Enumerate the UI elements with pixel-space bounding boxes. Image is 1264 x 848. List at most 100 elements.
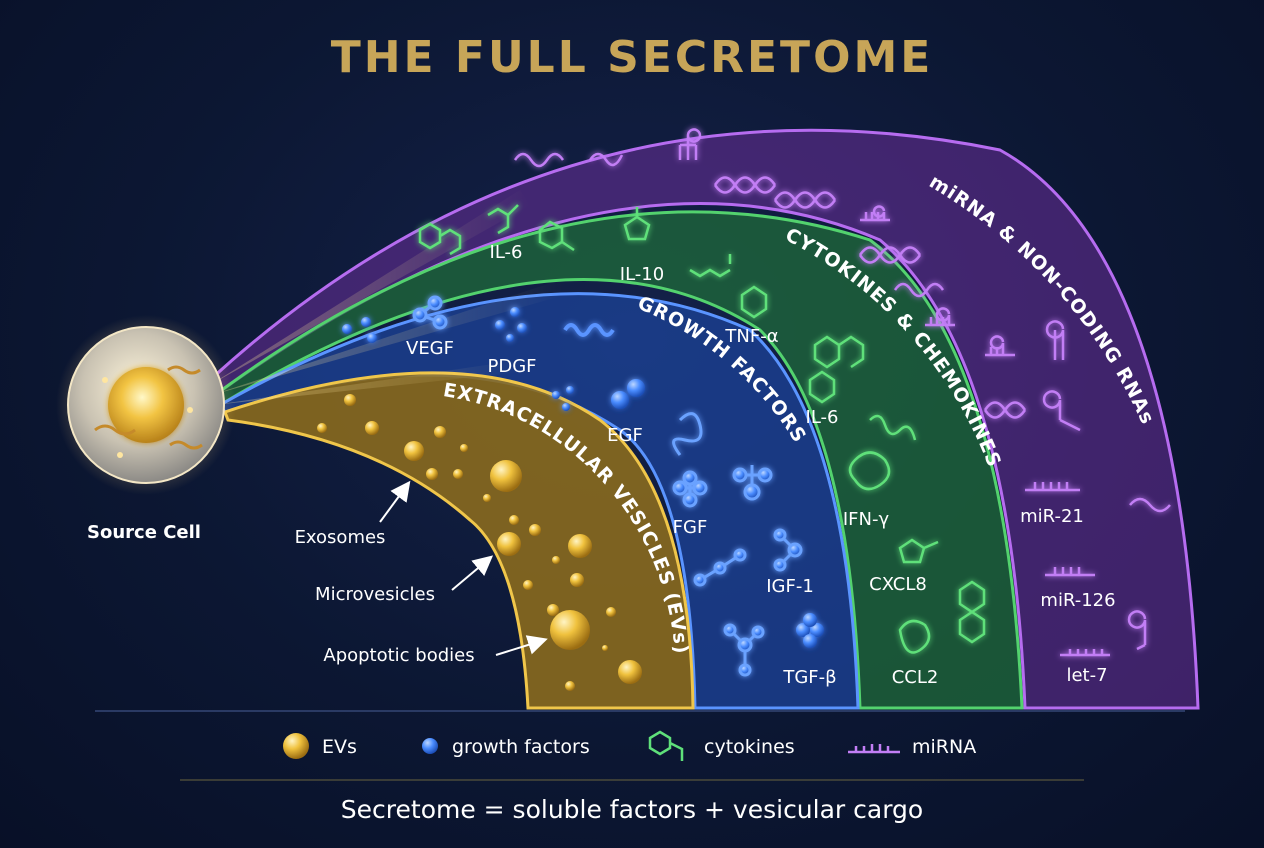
- molecule-icon: [672, 470, 708, 508]
- source-cell-label: Source Cell: [87, 522, 201, 543]
- hairpin-icon: [1127, 610, 1147, 651]
- cell-rays: [210, 190, 565, 405]
- ev-sphere: [552, 556, 560, 564]
- molecule-icon: [693, 548, 747, 587]
- ck-label: IFN-γ: [843, 509, 890, 530]
- rna-strand-icon: [513, 152, 565, 168]
- rna-strand-icon: [588, 152, 624, 167]
- ck-label: IL-10: [620, 264, 664, 285]
- ev-spheres: [317, 394, 642, 691]
- molecule-icon: [732, 465, 773, 501]
- ev-sphere: [618, 660, 642, 684]
- ev-sphere: [460, 444, 468, 452]
- legend-label-mirna: miRNA: [912, 736, 976, 758]
- ev-sphere: [565, 681, 575, 691]
- ev-sphere: [523, 580, 533, 590]
- growth-icons: [342, 295, 824, 677]
- legend-label-cytokines: cytokines: [704, 736, 795, 758]
- hairpin-icon: [1042, 390, 1081, 432]
- molecule-icon: [538, 220, 575, 252]
- legend-label-growth-factors: growth factors: [452, 736, 590, 758]
- legend-label-evs: EVs: [322, 736, 357, 758]
- dna-helix-icon: [713, 176, 777, 194]
- gf-label: IGF-1: [766, 576, 814, 597]
- protein-chain-icon: [869, 414, 917, 441]
- molecule-icon: [648, 730, 684, 761]
- mirna-label: miR-126: [1040, 590, 1115, 611]
- ck-label: TNF-α: [724, 326, 778, 347]
- cytokine-icons: [418, 204, 986, 654]
- molecule-icon: [808, 335, 865, 404]
- hairpin-icon: [985, 335, 1015, 357]
- ev-sphere: [434, 426, 446, 438]
- source-cell: [56, 315, 236, 495]
- ev-sphere: [509, 515, 519, 525]
- ev-sphere: [344, 394, 356, 406]
- ev-sphere: [547, 604, 559, 616]
- dots-icon: [342, 317, 377, 343]
- hairpin-icon: [848, 744, 900, 754]
- ev-labels: Exosomes Microvesicles Apoptotic bodies: [295, 480, 548, 666]
- hairpin-icon: [860, 205, 890, 222]
- ev-sphere: [606, 607, 616, 617]
- ev-sphere: [550, 610, 590, 650]
- molecule-icon: [958, 580, 986, 644]
- page-title: THE FULL SECRETOME: [331, 32, 934, 83]
- molecule-icon: [611, 379, 645, 409]
- mirna-icon: [1045, 567, 1095, 577]
- mirna-icon: [1025, 482, 1080, 492]
- ev-sphere: [404, 441, 424, 461]
- arrow-icon: [451, 555, 494, 591]
- helix-icon: [563, 323, 615, 337]
- rna-strand-icon: [893, 282, 945, 298]
- mirna-label: let-7: [1066, 665, 1107, 686]
- ev-sphere: [426, 468, 438, 480]
- ev-label-exosomes: Exosomes: [295, 527, 386, 548]
- protein-fold-icon: [672, 412, 703, 456]
- ev-sphere: [453, 469, 463, 479]
- molecule-icon: [623, 207, 651, 241]
- dots-icon: [552, 386, 574, 411]
- gf-label: TGF-β: [782, 667, 836, 688]
- gf-label: PDGF: [487, 356, 536, 377]
- gf-label: VEGF: [406, 338, 454, 359]
- molecule-icon: [898, 538, 939, 564]
- rna-strand-icon: [1129, 497, 1171, 513]
- ck-label: IL-6: [490, 242, 523, 263]
- gf-label: FGF: [673, 517, 708, 538]
- ev-sphere: [483, 494, 491, 502]
- mirna-icons: [513, 128, 1171, 657]
- blue-dot-icon: [422, 738, 438, 754]
- ev-sphere: [490, 460, 522, 492]
- molecule-icon: [723, 623, 765, 677]
- dna-helix-icon: [773, 191, 837, 209]
- mirna-band: [208, 128, 1200, 710]
- arrow-icon: [379, 480, 411, 523]
- molecule-icon: [740, 285, 768, 319]
- molecule-icon: [412, 295, 448, 330]
- cytokine-labels: IL-6 IL-10 TNF-α IL-6 IFN-γ CXCL8 CCL2: [490, 242, 939, 688]
- hairpin-icon: [925, 307, 955, 327]
- arrow-icon: [495, 635, 548, 656]
- ev-label-apoptotic-bodies: Apoptotic bodies: [323, 645, 474, 666]
- ev-sphere: [365, 421, 379, 435]
- ev-sphere: [570, 573, 584, 587]
- flower-icon: [796, 613, 824, 648]
- globular-protein-icon: [848, 451, 891, 491]
- molecule-icon: [689, 254, 732, 278]
- molecule-icon: [418, 222, 462, 256]
- ck-label: CXCL8: [869, 574, 927, 595]
- dots-icon: [495, 307, 527, 342]
- mirna-label: miR-21: [1020, 506, 1084, 527]
- ev-sphere: [317, 423, 327, 433]
- ev-sphere: [568, 534, 592, 558]
- nucleus-icon: [108, 367, 184, 443]
- ck-label: CCL2: [892, 667, 939, 688]
- globular-protein-icon: [898, 619, 931, 654]
- ev-sphere: [529, 524, 541, 536]
- dna-helix-icon: [983, 401, 1027, 419]
- hairpin-icon: [678, 128, 702, 160]
- footer-equation: Secretome = soluble factors + vesicular …: [341, 795, 923, 824]
